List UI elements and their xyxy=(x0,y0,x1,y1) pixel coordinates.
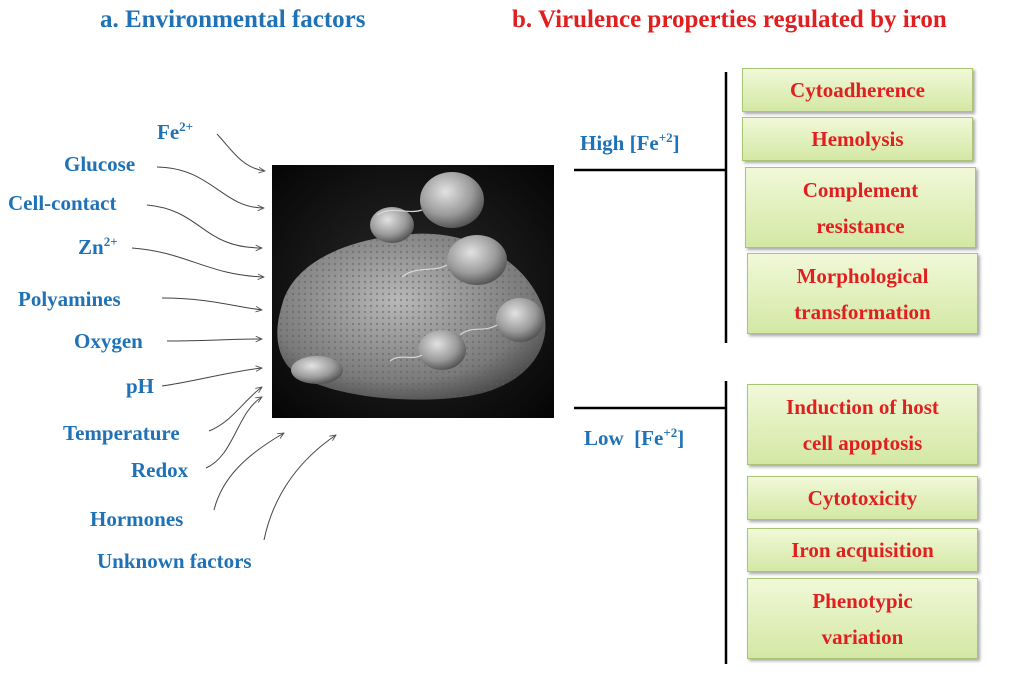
environmental-factors-title: a. Environmental factors xyxy=(100,6,366,33)
factor-polyamines: Polyamines xyxy=(18,287,121,311)
property-cytoadherence: Cytoadherence xyxy=(742,68,973,112)
property-cytotoxicity: Cytotoxicity xyxy=(747,476,978,520)
arrow-redox xyxy=(205,397,262,469)
high-iron-label: High [Fe+2] xyxy=(580,130,680,155)
arrow-cell-contact xyxy=(146,204,262,248)
parasite-micrograph xyxy=(272,165,554,418)
arrow-unknown xyxy=(263,435,336,541)
virulence-properties-title: b. Virulence properties regulated by iro… xyxy=(512,6,947,33)
arrow-ph xyxy=(161,368,262,387)
factor-ph: pH xyxy=(126,374,155,398)
arrow-hormones xyxy=(213,433,284,511)
arrow-polyamines xyxy=(161,297,262,310)
arrow-temperature xyxy=(208,387,262,432)
property-hemolysis: Hemolysis xyxy=(742,117,973,161)
factor-glucose: Glucose xyxy=(64,152,136,176)
property-iron-acquisition: Iron acquisition xyxy=(747,528,978,572)
factor-unknown: Unknown factors xyxy=(97,549,252,573)
factor-cell-contact: Cell-contact xyxy=(8,191,117,215)
factor-fe2: Fe2+ xyxy=(157,119,194,144)
factor-zn2: Zn2+ xyxy=(78,234,118,259)
low-iron-label: Low [Fe+2] xyxy=(584,425,685,450)
arrow-glucose xyxy=(156,166,264,208)
factor-hormones: Hormones xyxy=(90,507,184,531)
arrow-zn2 xyxy=(131,247,264,277)
factor-temperature: Temperature xyxy=(63,421,180,445)
arrow-oxygen xyxy=(166,339,262,341)
factor-oxygen: Oxygen xyxy=(74,329,143,353)
arrow-fe2 xyxy=(216,133,265,171)
factor-redox: Redox xyxy=(131,458,189,482)
